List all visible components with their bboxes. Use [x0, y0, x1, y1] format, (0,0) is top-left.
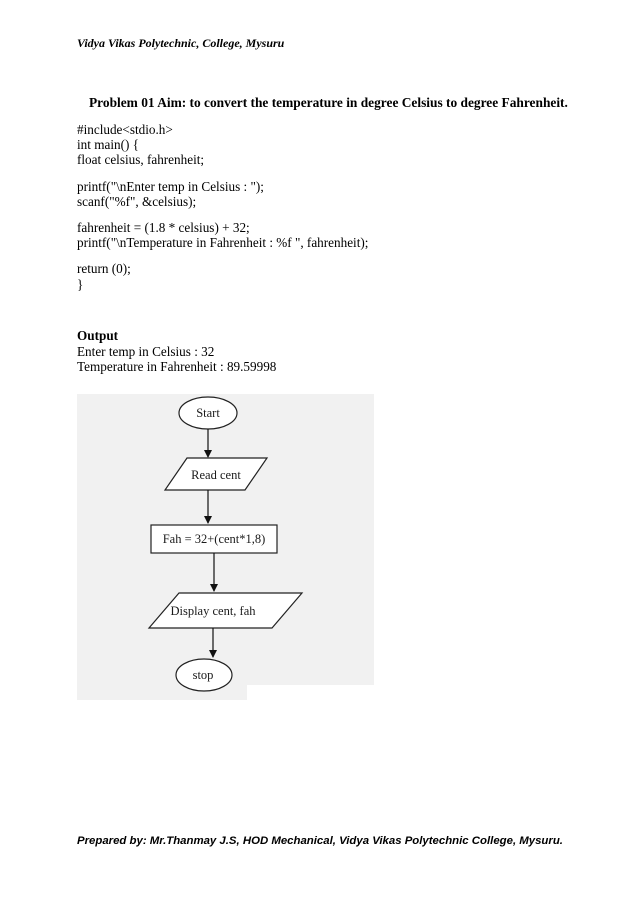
- flowchart: Start Read cent Fah = 32+(cent*1,8) Disp…: [77, 394, 374, 700]
- code-line: }: [77, 276, 84, 292]
- code-line: printf("\nTemperature in Fahrenheit : %f…: [77, 235, 369, 251]
- stop-terminal: [175, 658, 233, 692]
- output-line: Temperature in Fahrenheit : 89.59998: [77, 359, 277, 374]
- code-line: float celsius, fahrenheit;: [77, 152, 205, 168]
- output-label: Display cent, fah: [170, 604, 256, 618]
- process-label: Fah = 32+(cent*1,8): [163, 532, 266, 546]
- code-line: printf("\nEnter temp in Celsius : ");: [77, 178, 264, 194]
- code-line: return (0);: [77, 261, 131, 277]
- flowchart-diagram: Start Read cent Fah = 32+(cent*1,8) Disp…: [147, 396, 304, 692]
- output-section: Output Enter temp in Celsius : 32 Temper…: [77, 328, 276, 375]
- code-line: scanf("%f", &celsius);: [77, 193, 197, 209]
- code-line: int main() {: [77, 137, 139, 153]
- input-parallelogram: [163, 457, 269, 491]
- start-label: Start: [196, 406, 220, 420]
- flowchart-corner-blank: [247, 685, 374, 700]
- code-line: #include<stdio.h>: [77, 122, 173, 137]
- stop-label: stop: [193, 668, 214, 682]
- page-header: Vidya Vikas Polytechnic, College, Mysuru: [77, 36, 285, 50]
- output-parallelogram: [147, 592, 304, 629]
- code-line: fahrenheit = (1.8 * celsius) + 32;: [77, 219, 250, 235]
- input-label: Read cent: [191, 468, 241, 482]
- output-line: Enter temp in Celsius : 32: [77, 343, 215, 359]
- problem-aim: Problem 01 Aim: to convert the temperatu…: [89, 95, 568, 110]
- output-title: Output: [77, 328, 119, 343]
- code-listing: #include<stdio.h> int main() { float cel…: [77, 122, 597, 292]
- page-footer: Prepared by: Mr.Thanmay J.S, HOD Mechani…: [77, 835, 563, 847]
